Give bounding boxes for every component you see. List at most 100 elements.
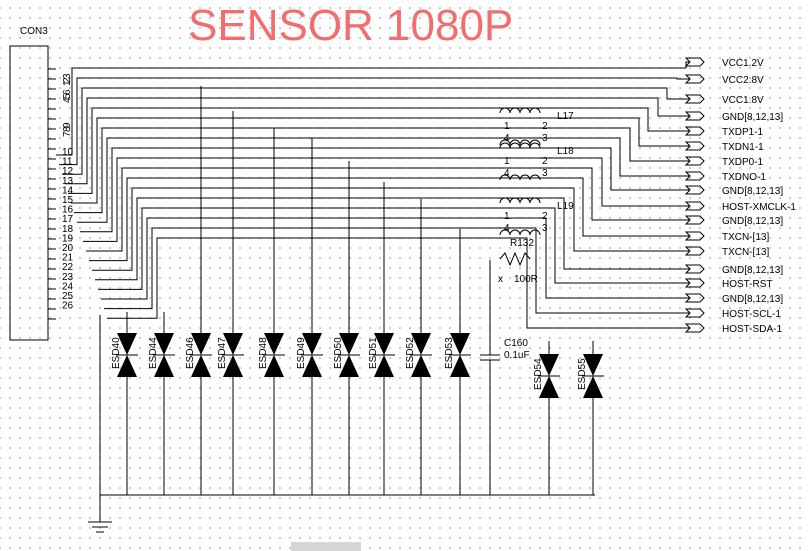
- esd-ref: ESD44: [148, 337, 159, 369]
- inductor-pin: 1: [504, 121, 510, 132]
- esd-ref: ESD47: [217, 337, 228, 369]
- inductor-ref: L18: [557, 146, 574, 157]
- net-wire: [65, 97, 690, 185]
- pin-number: 21: [62, 253, 74, 264]
- resistor-value: 100R: [514, 274, 538, 285]
- net-label: HOST-XMCLK-1: [722, 202, 796, 213]
- net-wire: [86, 167, 690, 252]
- esd-diode-esd54: ESD54: [533, 341, 560, 495]
- net-wire: [101, 217, 690, 300]
- pin-number: 4: [62, 97, 73, 103]
- esd-triangle: [450, 333, 470, 355]
- pin-number: 20: [62, 243, 74, 254]
- pin-number: 3: [62, 73, 73, 79]
- pin-number: 15: [62, 195, 74, 206]
- esd-diode-esd44: ESD44: [148, 312, 175, 495]
- net-wire: [56, 61, 690, 156]
- pin-number: 13: [62, 176, 74, 187]
- esd-ref: ESD40: [111, 337, 122, 369]
- net-wire: [80, 147, 690, 233]
- esd-ref: ESD55: [577, 358, 588, 390]
- esd-triangle: [264, 355, 284, 377]
- pin-number: 18: [62, 224, 74, 235]
- net-flag-arrow: [684, 278, 705, 288]
- horizontal-scrollbar-thumb[interactable]: [291, 542, 361, 551]
- esd-diode-esd49: ESD49: [296, 138, 323, 495]
- net-flags: VCC1.2VVCC2.8VVCC1.8VGND[8,12,13]TXDP1-1…: [684, 57, 796, 335]
- inductor-ref: L19: [557, 201, 574, 212]
- inductor-pin: 3: [542, 223, 548, 234]
- esd-triangle: [223, 355, 243, 377]
- pin-number: 12: [62, 166, 74, 177]
- pin-number: 17: [62, 214, 74, 225]
- net-label: VCC1.2V: [722, 58, 764, 69]
- pin-number: 9: [62, 122, 73, 128]
- net-label: GND[8,12,13]: [722, 186, 783, 197]
- esd-triangle: [583, 376, 603, 398]
- net-wires: [48, 61, 690, 533]
- inductor-coil: [499, 139, 541, 146]
- net-wire: [74, 127, 690, 214]
- pin-number: 6: [62, 89, 73, 95]
- esd-ref: ESD54: [533, 358, 544, 390]
- net-flag-arrow: [684, 111, 705, 121]
- net-flag-arrow: [684, 185, 705, 195]
- net-label: HOST-SCL-1: [722, 309, 781, 320]
- net-wire: [83, 157, 690, 242]
- inductor-coil: [499, 142, 541, 149]
- net-label: GND[8,12,13]: [722, 216, 783, 227]
- esd-triangle: [117, 355, 137, 377]
- pin-number: 22: [62, 262, 74, 273]
- esd-ref: ESD51: [368, 337, 379, 369]
- esd-diode-esd46: ESD46: [185, 86, 212, 495]
- pin-number: 10: [62, 147, 74, 158]
- inductor-pin: 2: [542, 121, 548, 132]
- inductor-pin: 3: [542, 133, 548, 144]
- esd-triangle: [302, 355, 322, 377]
- inductor-coil: [499, 107, 541, 114]
- capacitor-value: 0.1uF: [504, 350, 530, 361]
- net-flag-arrow: [684, 156, 705, 166]
- connector-pin-labels: 1234567891011121314151617181920212223242…: [62, 73, 74, 312]
- pin-number: 1: [62, 80, 73, 86]
- esd-triangle: [191, 333, 211, 355]
- esd-triangle: [374, 333, 394, 355]
- net-wire: [62, 87, 690, 175]
- net-label: GND[8,12,13]: [722, 265, 783, 276]
- inductor-ref: L17: [557, 111, 574, 122]
- net-label: TXCN-[13]: [722, 232, 769, 243]
- esd-triangle: [411, 333, 431, 355]
- pin-number: 5: [62, 93, 73, 99]
- pin-number: 25: [62, 291, 74, 302]
- net-flag-arrow: [684, 293, 705, 303]
- inductor-pin: 4: [504, 168, 510, 179]
- net-wire: [95, 197, 690, 281]
- net-label: GND[8,12,13]: [722, 294, 783, 305]
- inductor-pin: 2: [542, 211, 548, 222]
- net-label: TXDNO-1: [722, 172, 766, 183]
- inductor-pin: 2: [542, 156, 548, 167]
- net-flag-arrow: [684, 57, 705, 67]
- esd-triangle: [539, 376, 559, 398]
- esd-diode-esd48: ESD48: [258, 128, 285, 495]
- net-flag-arrow: [684, 308, 705, 318]
- net-flag-arrow: [684, 231, 705, 241]
- resistor-mark: x: [498, 274, 503, 285]
- net-flag-arrow: [684, 215, 705, 225]
- esd-diode-esd40: ESD40: [111, 312, 138, 495]
- net-flag-arrow: [684, 201, 705, 211]
- esd-ref: ESD52: [405, 337, 416, 369]
- net-wire: [92, 187, 690, 271]
- esd-triangle: [117, 333, 137, 355]
- pin-number: 23: [62, 272, 74, 283]
- esd-diode-esd52: ESD52: [405, 199, 432, 495]
- net-flag-arrow: [684, 94, 705, 104]
- pin-number: 7: [62, 131, 73, 137]
- net-label: TXDP0-1: [722, 157, 764, 168]
- esd-triangle: [264, 333, 284, 355]
- net-flag-arrow: [684, 171, 705, 181]
- esd-triangle: [450, 355, 470, 377]
- esd-ref: ESD46: [185, 337, 196, 369]
